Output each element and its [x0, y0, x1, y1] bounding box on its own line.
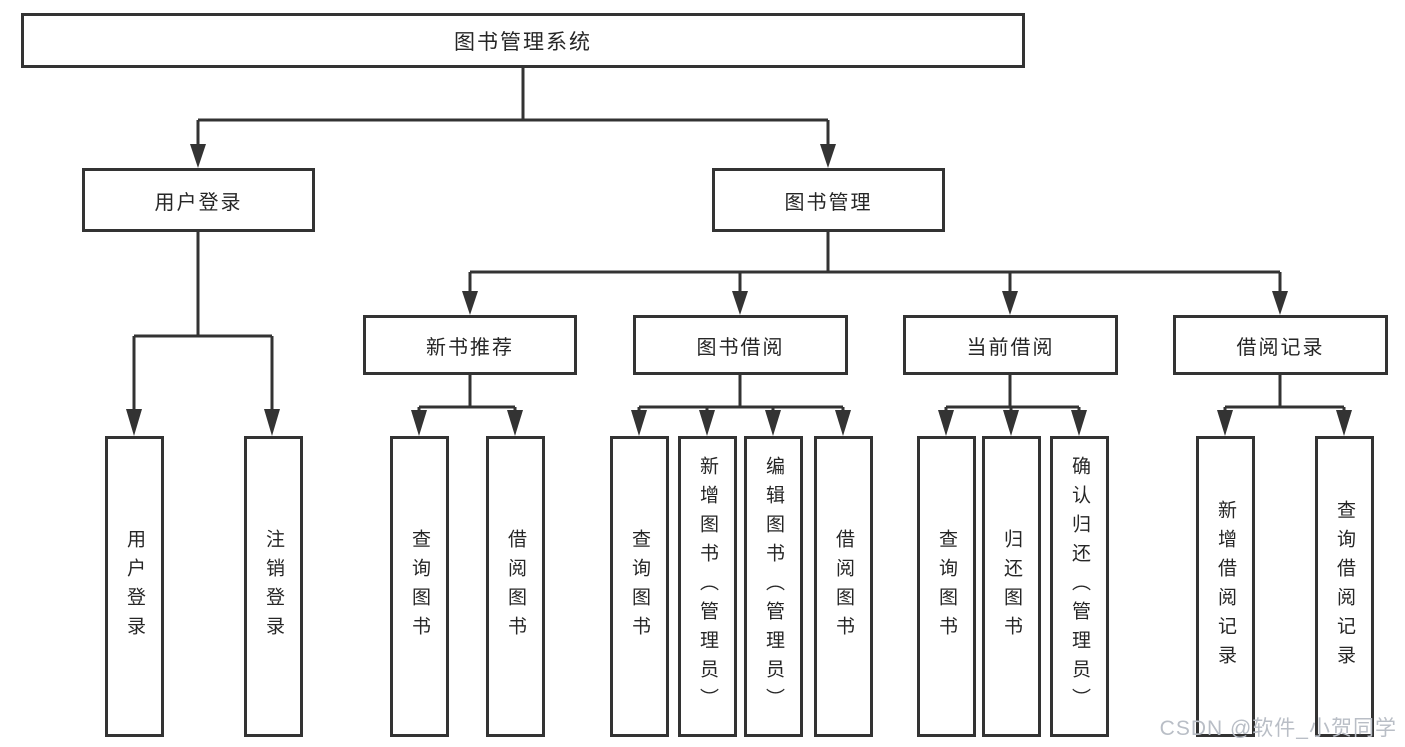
leaf-query-book-1: 查询图书 — [390, 436, 449, 737]
leaf-logout: 注销登录 — [244, 436, 303, 737]
node-borrow-records: 借阅记录 — [1173, 315, 1388, 375]
node-current-borrow: 当前借阅 — [903, 315, 1118, 375]
leaf-confirm-return-admin: 确认归还（管理员） — [1050, 436, 1109, 737]
leaf-query-book-2: 查询图书 — [610, 436, 669, 737]
node-book-borrow: 图书借阅 — [633, 315, 848, 375]
leaf-borrow-book-2: 借阅图书 — [814, 436, 873, 737]
leaf-return-book: 归还图书 — [982, 436, 1041, 737]
leaf-query-book-3: 查询图书 — [917, 436, 976, 737]
leaf-add-borrow-record: 新增借阅记录 — [1196, 436, 1255, 737]
node-user-login: 用户登录 — [82, 168, 315, 232]
node-root-system: 图书管理系统 — [21, 13, 1025, 68]
node-new-book-recommend: 新书推荐 — [363, 315, 577, 375]
leaf-borrow-book-1: 借阅图书 — [486, 436, 545, 737]
csdn-watermark: CSDN @软件_小贺同学 — [1159, 717, 1397, 740]
node-book-management: 图书管理 — [712, 168, 945, 232]
arrowhead-icons — [126, 144, 1352, 436]
leaf-edit-book-admin: 编辑图书（管理员） — [744, 436, 803, 737]
leaf-user-login: 用户登录 — [105, 436, 164, 737]
leaf-add-book-admin: 新增图书（管理员） — [678, 436, 737, 737]
leaf-query-borrow-record: 查询借阅记录 — [1315, 436, 1374, 737]
